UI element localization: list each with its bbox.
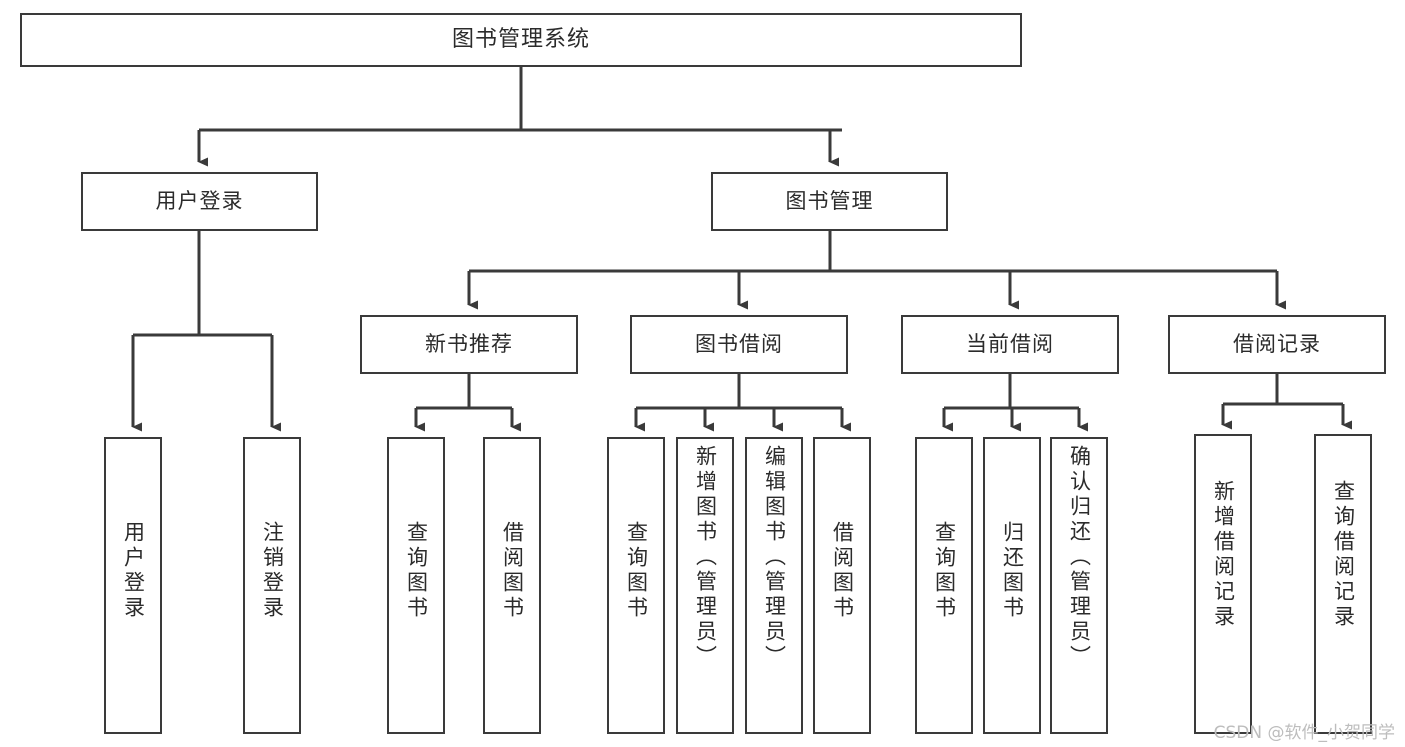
leaf-query-book-1-label: 查询图书	[404, 521, 429, 621]
leaf-borrow-book-2-label: 借阅图书	[830, 521, 855, 621]
leaf-query-book-1[interactable]: 查询图书	[387, 437, 445, 734]
node-borrow-record[interactable]: 借阅记录	[1168, 315, 1386, 374]
leaf-query-book-2[interactable]: 查询图书	[607, 437, 665, 734]
node-root[interactable]: 图书管理系统	[20, 13, 1022, 67]
leaf-query-record-label: 查询借阅记录	[1331, 480, 1356, 630]
leaf-user-login[interactable]: 用户登录	[104, 437, 162, 734]
leaf-return-book[interactable]: 归还图书	[983, 437, 1041, 734]
leaf-query-book-2-label: 查询图书	[624, 521, 649, 621]
node-root-label: 图书管理系统	[451, 27, 590, 53]
node-current-borrow[interactable]: 当前借阅	[901, 315, 1119, 374]
leaf-logout[interactable]: 注销登录	[243, 437, 301, 734]
leaf-add-book[interactable]: 新增图书（管理员）	[676, 437, 734, 734]
leaf-query-record[interactable]: 查询借阅记录	[1314, 434, 1372, 734]
node-user-login[interactable]: 用户登录	[81, 172, 318, 231]
leaf-edit-book[interactable]: 编辑图书（管理员）	[745, 437, 803, 734]
node-new-book-recommend-label: 新书推荐	[425, 332, 513, 357]
node-user-login-label: 用户登录	[155, 189, 244, 214]
leaf-return-book-label: 归还图书	[1000, 521, 1025, 621]
leaf-add-record-label: 新增借阅记录	[1211, 480, 1236, 630]
leaf-query-book-3[interactable]: 查询图书	[915, 437, 973, 734]
leaf-add-record[interactable]: 新增借阅记录	[1194, 434, 1252, 734]
node-book-manage[interactable]: 图书管理	[711, 172, 948, 231]
node-book-borrow-label: 图书借阅	[695, 332, 783, 357]
leaf-user-login-label: 用户登录	[121, 521, 146, 621]
node-new-book-recommend[interactable]: 新书推荐	[360, 315, 578, 374]
leaf-edit-book-label: 编辑图书（管理员）	[762, 445, 787, 670]
node-current-borrow-label: 当前借阅	[966, 332, 1054, 357]
leaf-confirm-return[interactable]: 确认归还（管理员）	[1050, 437, 1108, 734]
node-borrow-record-label: 借阅记录	[1233, 332, 1321, 357]
leaf-borrow-book-1-label: 借阅图书	[500, 521, 525, 621]
watermark: CSDN @软件_小贺同学	[1213, 723, 1395, 743]
leaf-query-book-3-label: 查询图书	[932, 521, 957, 621]
node-book-borrow[interactable]: 图书借阅	[630, 315, 848, 374]
leaf-add-book-label: 新增图书（管理员）	[693, 445, 718, 670]
leaf-logout-label: 注销登录	[260, 521, 285, 621]
node-book-manage-label: 图书管理	[785, 189, 874, 214]
leaf-borrow-book-1[interactable]: 借阅图书	[483, 437, 541, 734]
leaf-borrow-book-2[interactable]: 借阅图书	[813, 437, 871, 734]
leaf-confirm-return-label: 确认归还（管理员）	[1067, 445, 1092, 670]
